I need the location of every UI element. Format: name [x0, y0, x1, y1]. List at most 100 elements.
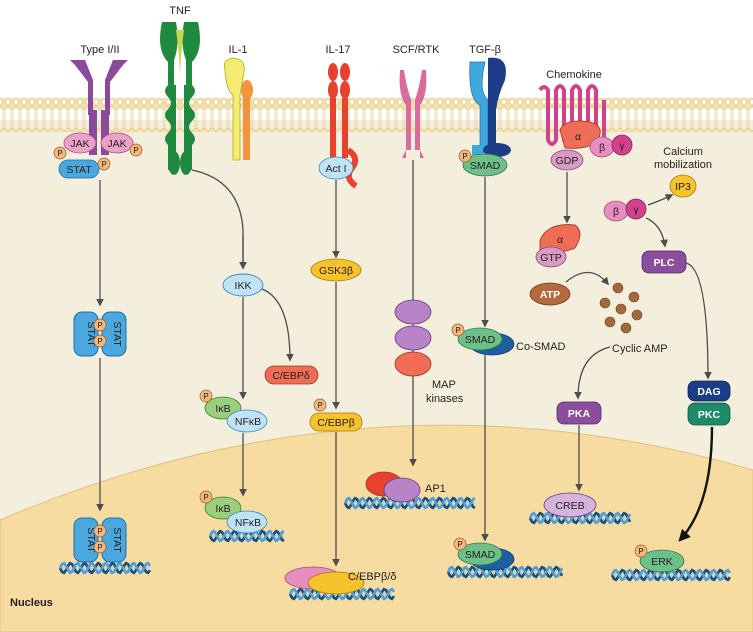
- stat-dimer-right-label: STAT: [111, 321, 123, 347]
- svg-text:P: P: [101, 160, 106, 169]
- ikk-label: IKK: [235, 280, 252, 292]
- pkc: PKC: [687, 402, 731, 426]
- gamma-label: γ: [619, 140, 625, 152]
- arrow-plc-dag: [685, 262, 712, 380]
- atp: ATP: [529, 282, 571, 306]
- nucleus-label: Nucleus: [10, 597, 53, 609]
- svg-text:P: P: [133, 146, 138, 155]
- ikb-nuc-label: IκB: [215, 503, 230, 515]
- il1-receptor: [223, 57, 253, 161]
- smad-nucleus: SMAD P: [453, 537, 515, 571]
- pka-label: PKA: [568, 408, 591, 420]
- cebpd: C/EBPδ: [264, 365, 319, 385]
- cebpbd-label: C/EBPβ/δ: [348, 571, 397, 583]
- stat-nuc-right-label: STAT: [111, 527, 123, 553]
- smad-cyto-label: SMAD: [465, 334, 496, 346]
- il17-label: IL-17: [325, 44, 350, 56]
- type12-receptor: [70, 60, 128, 155]
- smad-cosmad-complex: SMAD P: [451, 323, 515, 356]
- jak-right: JAK: [100, 132, 134, 154]
- smad-membrane: SMAD P: [458, 149, 508, 177]
- dna-smad: [446, 565, 564, 579]
- arrow-bg-plc: [645, 217, 668, 248]
- phospho-type12-c: P: [97, 157, 111, 171]
- svg-text:P: P: [455, 326, 460, 335]
- cebpd-label: C/EBPδ: [272, 370, 310, 382]
- creb: CREB: [543, 492, 597, 518]
- stat-membrane-label: STAT: [66, 164, 92, 176]
- gsk3b: GSK3β: [310, 258, 362, 282]
- erk-label: ERK: [651, 556, 673, 568]
- ikb-label: IκB: [215, 403, 230, 415]
- jak-left-label: JAK: [70, 138, 89, 150]
- arrow-ikk-cebpd: [261, 288, 294, 362]
- map-kinase-2: [394, 325, 432, 351]
- ikb-nfkb-nucleus: IκB NFκB P: [199, 490, 268, 534]
- jak-right-label: JAK: [107, 138, 126, 150]
- arrow-atp-camp: [565, 271, 609, 286]
- pka: PKA: [556, 401, 602, 425]
- ikb-nfkb-complex: IκB NFκB P: [199, 389, 268, 433]
- cyclic-amp-cluster: [599, 282, 643, 334]
- gamma2-label: γ: [633, 204, 639, 216]
- dna-stat: [58, 561, 152, 575]
- stat-membrane: STAT: [58, 159, 100, 179]
- map-kinase-3: [394, 351, 432, 377]
- g-beta-gamma: β γ: [603, 198, 647, 222]
- gdp-label: GDP: [556, 155, 579, 167]
- tnf-receptor: [160, 22, 200, 175]
- chemokine-label: Chemokine: [546, 69, 602, 81]
- stat-dimer-nucleus: STAT STAT P P: [73, 517, 127, 563]
- plc: PLC: [641, 250, 687, 274]
- svg-text:P: P: [457, 540, 462, 549]
- tgfb-receptor: [469, 57, 511, 157]
- alpha-gtp-label: α: [557, 234, 563, 246]
- svg-text:P: P: [97, 337, 102, 346]
- calcium-label: Calcium: [663, 146, 703, 158]
- chemokine-receptor: [538, 84, 606, 146]
- kinases-label: kinases: [426, 393, 464, 405]
- svg-text:P: P: [203, 493, 208, 502]
- cebpb: C/EBPβ P: [309, 398, 363, 432]
- svg-text:P: P: [638, 547, 643, 556]
- atp-label: ATP: [540, 289, 560, 301]
- scf-label: SCF/RTK: [393, 44, 441, 56]
- map-label: MAP: [432, 379, 456, 391]
- nfkb-nuc-label: NFκB: [235, 517, 261, 529]
- pkc-label: PKC: [698, 409, 721, 421]
- gsk3b-label: GSK3β: [319, 265, 353, 277]
- ip3-label: IP3: [675, 181, 691, 193]
- g-alpha-gtp: α GTP: [535, 224, 581, 268]
- map-kinase-1: [394, 299, 432, 325]
- beta2-label: β: [613, 206, 619, 218]
- arrow-bg-ip3: [647, 194, 674, 206]
- plasma-membrane: [0, 98, 753, 132]
- dag: DAG: [687, 380, 731, 402]
- svg-text:P: P: [317, 401, 322, 410]
- extracellular-space: [0, 0, 753, 100]
- svg-text:P: P: [203, 392, 208, 401]
- creb-label: CREB: [555, 500, 584, 512]
- gtp-label: GTP: [540, 252, 562, 264]
- erk: ERK P: [634, 544, 685, 573]
- svg-text:P: P: [97, 527, 102, 536]
- svg-text:P: P: [97, 543, 102, 552]
- svg-text:P: P: [57, 149, 62, 158]
- act1: Act I: [318, 156, 354, 180]
- beta-label: β: [599, 142, 605, 154]
- arrow-pkc-erk: [678, 426, 714, 542]
- ap1-label: AP1: [425, 483, 446, 495]
- type12-label: Type I/II: [80, 44, 119, 56]
- arrow-tnf-ikk: [191, 169, 247, 270]
- ikk: IKK: [222, 273, 264, 297]
- il1-label: IL-1: [229, 44, 248, 56]
- dag-label: DAG: [697, 386, 720, 398]
- tnf-label: TNF: [169, 5, 191, 17]
- stat-dimer-cytoplasm: STAT STAT P P: [73, 311, 127, 357]
- plc-label: PLC: [654, 257, 675, 269]
- phospho-type12-b: P: [129, 143, 143, 157]
- g-protein-heterotrimer: α β γ GDP: [550, 120, 633, 171]
- arrow-camp-pka: [574, 346, 611, 400]
- svg-text:P: P: [97, 321, 102, 330]
